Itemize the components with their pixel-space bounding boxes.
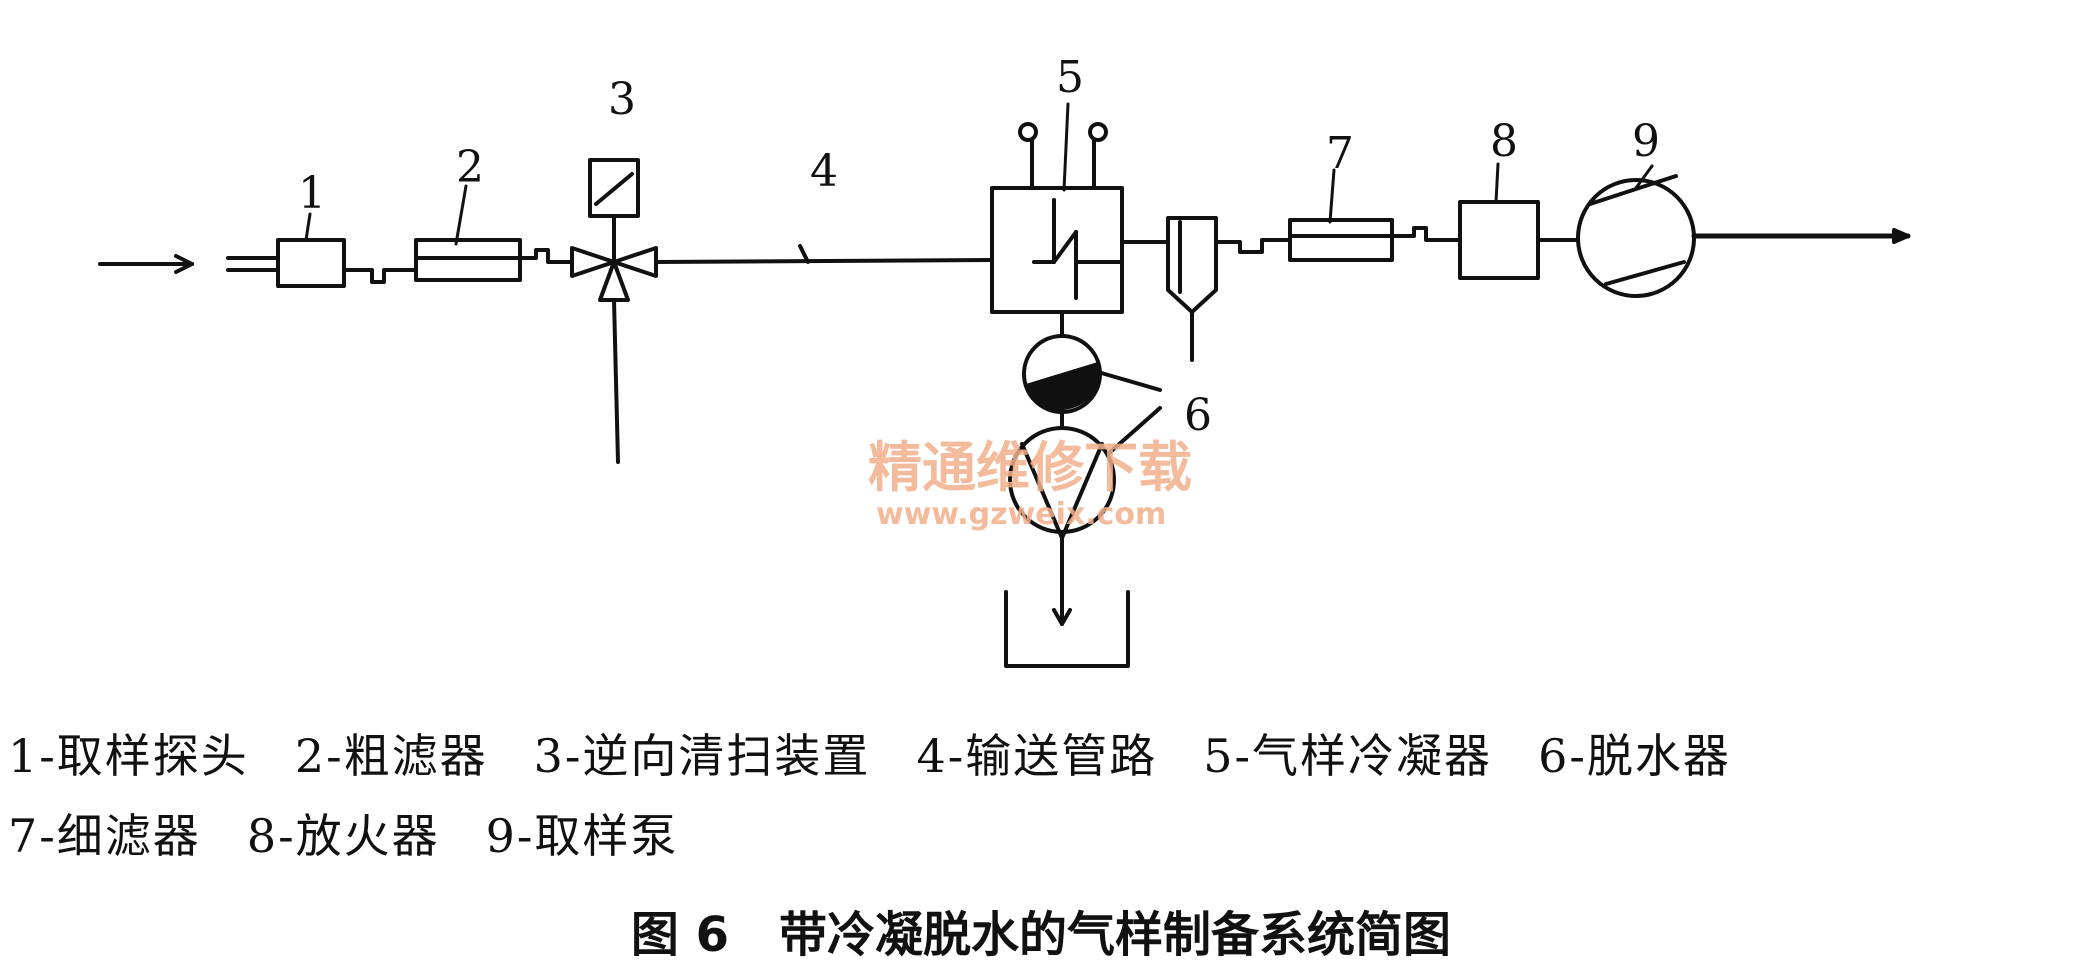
legend-item: 8-放火器 <box>246 809 440 863</box>
label-2: 2 <box>456 142 484 193</box>
legend-item: 7-细滤器 <box>8 809 201 863</box>
label-4: 4 <box>810 146 838 197</box>
watermark-title: 精通维修下载 <box>868 436 1192 499</box>
coarse-filter <box>414 238 522 282</box>
legend-item: 3-逆向清扫装置 <box>533 729 871 783</box>
label-6: 6 <box>1184 390 1212 441</box>
watermark-url: www.gzweix.com <box>876 497 1166 532</box>
legend-item: 5-气样冷凝器 <box>1203 729 1493 783</box>
legend-item: 2-粗滤器 <box>294 729 488 783</box>
legend-item: 4-输送管路 <box>916 729 1158 783</box>
label-5: 5 <box>1056 52 1084 103</box>
system-diagram: 精通维修下载 www.gzweix.com 1 2 3 4 5 6 7 8 9 <box>98 52 1911 668</box>
figure-caption: 图 6 带冷凝脱水的气样制备系统简图 <box>0 895 2082 965</box>
drain-container <box>1004 590 1130 668</box>
transport-line <box>654 258 994 264</box>
back-purge-device <box>570 158 658 464</box>
legend-row-1: 1-取样探头 2-粗滤器 3-逆向清扫装置 4-输送管路 5-气样冷凝器 6-脱水器 <box>8 720 1777 786</box>
flame-arrestor <box>1458 200 1540 280</box>
label-3: 3 <box>608 74 636 125</box>
legend-row-2: 7-细滤器 8-放火器 9-取样泵 <box>8 800 724 866</box>
figure-title: 带冷凝脱水的气样制备系统简图 <box>779 907 1452 963</box>
legend-item: 9-取样泵 <box>485 809 679 863</box>
leader-lines <box>304 102 1654 246</box>
label-1: 1 <box>298 168 326 219</box>
dehydrator-upper <box>1022 334 1102 414</box>
legend-item: 6-脱水器 <box>1538 729 1731 783</box>
label-8: 8 <box>1490 116 1518 167</box>
legend-item: 1-取样探头 <box>8 729 249 783</box>
liquid-separator <box>1120 216 1218 362</box>
label-7: 7 <box>1326 128 1354 179</box>
sampling-pump <box>1576 174 1696 298</box>
fine-filter <box>1288 218 1394 262</box>
label-9: 9 <box>1632 116 1660 167</box>
gas-condenser <box>990 122 1124 336</box>
figure-number: 图 6 <box>630 907 730 963</box>
sampling-probe <box>276 238 346 288</box>
inlet-arrow <box>98 254 194 274</box>
